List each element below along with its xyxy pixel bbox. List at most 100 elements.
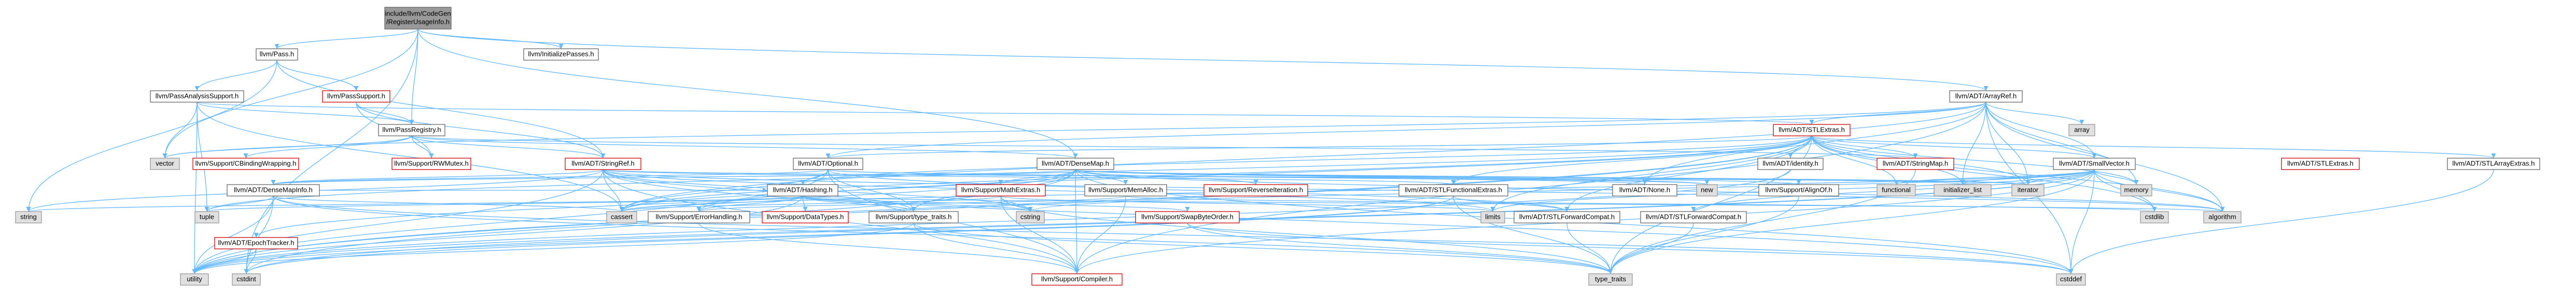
edge-passregistry-to-rwmutex	[411, 135, 434, 159]
node-passregistry[interactable]: llvm/PassRegistry.h	[378, 124, 445, 136]
node-adtidentity[interactable]: llvm/ADT/identity.h	[1757, 158, 1824, 170]
node-typetraits_llvm[interactable]: llvm/Support/type_traits.h	[869, 211, 959, 223]
edge-stlfunctional-to-stlfwd	[1453, 195, 1570, 212]
node-label-epochtracker: llvm/ADT/EpochTracker.h	[218, 239, 295, 246]
node-compiler[interactable]: llvm/Support/Compiler.h	[1031, 273, 1123, 286]
edge-hashing-to-tuple	[205, 195, 803, 212]
node-box-limits	[1480, 211, 1505, 223]
edge-optional-to-densemapinfo	[271, 169, 829, 185]
node-label-densemapinfo: llvm/ADT/DenseMapInfo.h	[234, 186, 313, 193]
node-root[interactable]: include/llvm/CodeGen/RegisterUsageInfo.h	[384, 7, 452, 30]
node-box-datatypes	[762, 211, 849, 223]
node-smallvector[interactable]: llvm/ADT/SmallVector.h	[2053, 158, 2136, 170]
node-stlarrayext[interactable]: llvm/ADT/STLArrayExtras.h	[2447, 158, 2540, 170]
node-box-stlfwd	[1514, 211, 1620, 223]
node-box-passsupport	[322, 90, 390, 103]
node-box-typetraits_llvm	[869, 211, 959, 223]
node-box-stlextras_fwd	[2281, 158, 2360, 170]
node-rwmutex[interactable]: llvm/Support/RWMutex.h	[391, 158, 471, 170]
edge-smallvector-to-cstddef	[2068, 169, 2095, 274]
edge-passanalysis-to-utility	[192, 102, 198, 274]
node-cstdint: cstdint	[232, 273, 261, 286]
node-densemap[interactable]: llvm/ADT/DenseMap.h	[1037, 158, 1114, 170]
node-box-cstring	[1016, 211, 1045, 223]
node-box-mathextras	[956, 184, 1046, 197]
node-label-stlarrayext: llvm/ADT/STLArrayExtras.h	[2453, 159, 2535, 167]
node-adtnone[interactable]: llvm/ADT/None.h	[1612, 184, 1677, 197]
node-datatypes[interactable]: llvm/Support/DataTypes.h	[762, 211, 849, 223]
node-memalloc[interactable]: llvm/Support/MemAlloc.h	[1084, 184, 1167, 197]
node-reverseiter[interactable]: llvm/Support/ReverseIteration.h	[1203, 184, 1308, 197]
edge-hashing-to-errorhandling	[696, 195, 803, 212]
node-label-initpasses: llvm/InitializePasses.h	[528, 50, 594, 58]
node-functional: functional	[1877, 184, 1916, 197]
edge-swapbyteorder-to-cstddef	[1187, 222, 2074, 274]
node-cstdlib: cstdlib	[2140, 211, 2169, 223]
node-box-initlist	[1934, 184, 1992, 197]
node-mathextras[interactable]: llvm/Support/MathExtras.h	[956, 184, 1046, 197]
node-stringmap[interactable]: llvm/ADT/StringMap.h	[1877, 158, 1954, 170]
edge-densemapinfo-to-tuple	[204, 195, 274, 212]
node-passsupport[interactable]: llvm/PassSupport.h	[322, 90, 390, 103]
node-stringref[interactable]: llvm/ADT/StringRef.h	[565, 158, 641, 170]
edge-smallvector-to-cassert	[620, 169, 2095, 212]
edge-passsupport-to-stringref	[356, 102, 606, 159]
edge-typetraits_llvm-to-utility	[192, 222, 914, 274]
node-box-iterator	[2011, 184, 2045, 197]
edge-passregistry-to-stringref	[411, 135, 606, 159]
node-box-densemapinfo	[227, 184, 320, 197]
node-box-cassert	[606, 211, 637, 223]
node-initlist: initializer_list	[1934, 184, 1992, 197]
edge-smallvector-to-functional	[1894, 169, 2095, 185]
node-stlfwd[interactable]: llvm/ADT/STLForwardCompat.h	[1514, 211, 1620, 223]
node-hashing[interactable]: llvm/ADT/Hashing.h	[767, 184, 838, 197]
edge-smallvector-to-typetraits	[1608, 169, 2095, 274]
node-label-stlfunctional: llvm/ADT/STLFunctionalExtras.h	[1405, 186, 1502, 193]
node-label-aligntof: llvm/Support/AlignOf.h	[1765, 186, 1832, 193]
node-label-stlextras_fwd: llvm/ADT/STLExtras.h	[2287, 159, 2354, 167]
node-label-cstdlib: cstdlib	[2145, 213, 2164, 220]
node-initpasses[interactable]: llvm/InitializePasses.h	[523, 48, 599, 61]
node-label-compiler: llvm/Support/Compiler.h	[1041, 275, 1113, 283]
node-label-cstdint: cstdint	[236, 275, 256, 283]
node-stlfwd_right[interactable]: llvm/ADT/STLForwardCompat.h	[1640, 211, 1747, 223]
edge-stlextras-to-stlarrayext	[1811, 135, 2496, 159]
edge-root-to-initpasses	[417, 29, 564, 49]
node-stlextras[interactable]: llvm/ADT/STLExtras.h	[1773, 124, 1851, 136]
node-passanalysis[interactable]: llvm/PassAnalysisSupport.h	[150, 90, 244, 103]
edge-passregistry-to-densemap	[411, 135, 1078, 159]
node-label-passanalysis: llvm/PassAnalysisSupport.h	[156, 92, 239, 100]
edge-typetraits_llvm-to-typetraits	[913, 222, 1613, 274]
node-errorhandling[interactable]: llvm/Support/ErrorHandling.h	[648, 211, 750, 223]
edges-layer	[26, 29, 2496, 274]
node-label-arrayref: llvm/ADT/ArrayRef.h	[1955, 92, 2017, 100]
nodes-layer: include/llvm/CodeGen/RegisterUsageInfo.h…	[15, 7, 2540, 286]
node-pass[interactable]: llvm/Pass.h	[256, 48, 298, 61]
node-stlfunctional[interactable]: llvm/ADT/STLFunctionalExtras.h	[1398, 184, 1508, 197]
node-epochtracker[interactable]: llvm/ADT/EpochTracker.h	[214, 237, 298, 249]
node-densemapinfo[interactable]: llvm/ADT/DenseMapInfo.h	[227, 184, 320, 197]
node-optional[interactable]: llvm/ADT/Optional.h	[793, 158, 863, 170]
edge-mathextras-to-limits	[1000, 195, 1495, 212]
node-label-root: include/llvm/CodeGen	[385, 9, 451, 17]
node-swapbyteorder[interactable]: llvm/Support/SwapByteOrder.h	[1135, 211, 1240, 223]
node-cbinding[interactable]: llvm/Support/CBindingWrapping.h	[192, 158, 299, 170]
node-label-stlfwd_right: llvm/ADT/STLForwardCompat.h	[1646, 213, 1741, 220]
edge-stlextras-to-stlfunctional	[1451, 135, 1812, 185]
node-label-passregistry: llvm/PassRegistry.h	[382, 125, 441, 133]
node-label-datatypes: llvm/Support/DataTypes.h	[767, 213, 844, 220]
node-box-hashing	[767, 184, 838, 197]
node-label-hashing: llvm/ADT/Hashing.h	[773, 186, 833, 193]
node-stlextras_fwd[interactable]: llvm/ADT/STLExtras.h	[2281, 158, 2360, 170]
edge-densemapinfo-to-cstddef	[273, 195, 2074, 274]
edge-hashing-to-utility	[192, 195, 803, 274]
node-label-initlist: initializer_list	[1943, 186, 1982, 193]
node-label-reverseiter: llvm/Support/ReverseIteration.h	[1209, 186, 1303, 193]
node-label-cassert: cassert	[611, 213, 633, 220]
node-aligntof[interactable]: llvm/Support/AlignOf.h	[1758, 184, 1839, 197]
node-box-tuple	[194, 211, 219, 223]
edge-densemapinfo-to-utility	[192, 195, 274, 274]
edge-typetraits_llvm-to-compiler	[913, 222, 1080, 274]
node-label-stringref: llvm/ADT/StringRef.h	[571, 159, 634, 167]
node-arrayref[interactable]: llvm/ADT/ArrayRef.h	[1949, 90, 2023, 103]
